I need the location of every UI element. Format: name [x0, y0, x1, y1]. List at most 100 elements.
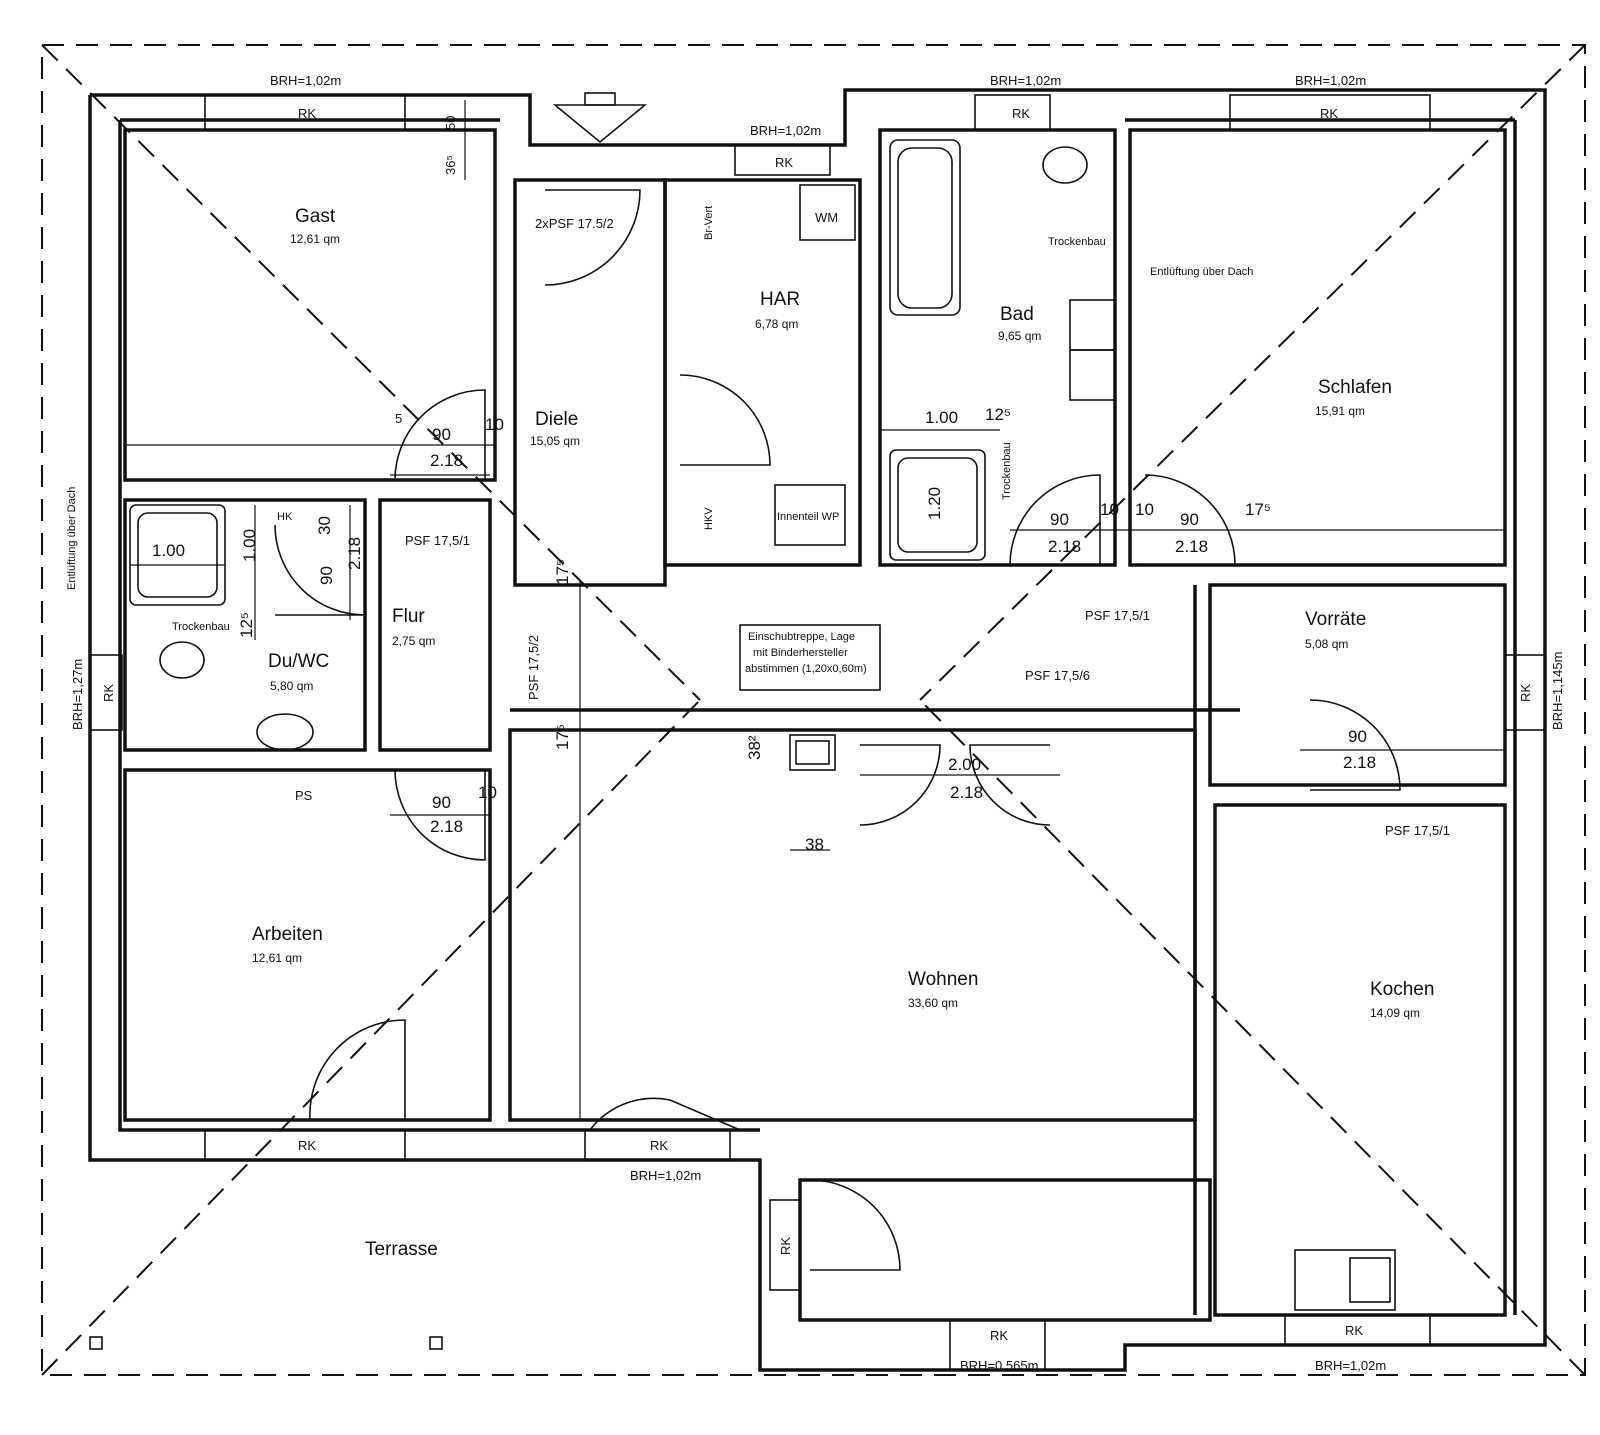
- roof-outline: [41, 44, 1586, 1376]
- dim-90-gast: 90: [432, 425, 451, 444]
- dim-125-duwc: 12⁵: [237, 612, 256, 638]
- room-area-arbeiten: 12,61 qm: [252, 951, 302, 965]
- dim-365-top: 36⁵: [443, 155, 458, 175]
- einschub-note-line-3: abstimmen (1,20x0,60m): [745, 663, 867, 675]
- room-area-gast: 12,61 qm: [290, 232, 340, 246]
- interior-walls: [123, 128, 1507, 1322]
- fixtures: [89, 139, 1396, 1350]
- door-swings: [274, 189, 1401, 1271]
- hkv-label: HKV: [703, 507, 715, 530]
- rk-label-har: RK: [775, 155, 793, 170]
- dim-200-wohnen: 2.00: [948, 755, 981, 774]
- room-area-kochen: 14,09 qm: [1370, 1006, 1420, 1020]
- entlueftung-label-duwc: Entlüftung über Dach: [66, 487, 78, 590]
- psf-label-kochen: PSF 17,5/1: [1385, 823, 1450, 838]
- psf-label-vertical: PSF 17,5/2: [526, 635, 541, 700]
- dim-218-bad: 2.18: [1048, 537, 1081, 556]
- room-name-schlafen: Schlafen: [1318, 377, 1392, 398]
- room-name-kochen: Kochen: [1370, 979, 1434, 1000]
- dimension-lines: [125, 100, 1505, 1120]
- room-name-gast: Gast: [295, 206, 336, 227]
- dim-10-schlafen: 10: [1135, 500, 1154, 519]
- brh-label-har: BRH=1,02m: [750, 123, 821, 138]
- innenteil-wp-label: Innenteil WP: [777, 511, 839, 523]
- rk-label-terrasse-side: RK: [778, 1237, 793, 1255]
- dim-30-duwc: 30: [315, 516, 334, 535]
- room-name-har: HAR: [760, 289, 800, 310]
- psf-label-flur: PSF 17,5/1: [405, 533, 470, 548]
- room-name-diele: Diele: [535, 409, 578, 430]
- trockenbau-label-bad-shower: Trockenbau: [1001, 442, 1013, 500]
- brh-label-left: BRH=1,27m: [70, 659, 85, 730]
- rk-label-bad: RK: [1012, 106, 1030, 121]
- wm-label: WM: [815, 210, 838, 225]
- dim-50-top: 50: [443, 116, 458, 130]
- dim-218-schlafen: 2.18: [1175, 537, 1208, 556]
- dim-5-gast: 5: [395, 411, 402, 426]
- rk-label-schlafen: RK: [1320, 106, 1338, 121]
- dim-218-arbeiten: 2.18: [430, 817, 463, 836]
- ps-label-arbeiten: PS: [295, 788, 313, 803]
- brh-label-bottom-middle: BRH=0,565m: [960, 1358, 1038, 1373]
- room-name-du-wc: Du/WC: [268, 651, 329, 672]
- hk-label: HK: [277, 511, 293, 523]
- dim-175-wohnen: 17⁵: [553, 724, 572, 750]
- brh-label-top-right: BRH=1,02m: [1295, 73, 1366, 88]
- br-vert-label: Br-Vert: [703, 206, 715, 240]
- dim-175-diele: 17⁵: [553, 559, 572, 585]
- dim-100-duwc: 1.00: [152, 541, 185, 560]
- brh-label-right: BRH=1,145m: [1550, 652, 1565, 730]
- dim-90-arbeiten: 90: [432, 793, 451, 812]
- room-area-du-wc: 5,80 qm: [270, 679, 313, 693]
- dim-218-wohnen: 2.18: [950, 783, 983, 802]
- room-name-terrasse: Terrasse: [365, 1239, 438, 1260]
- psf-label-bad: PSF 17,5/1: [1085, 608, 1150, 623]
- brh-label-top-left: BRH=1,02m: [270, 73, 341, 88]
- dim-38-wohnen: 38: [805, 835, 824, 854]
- trockenbau-label-bad: Trockenbau: [1048, 236, 1106, 248]
- dim-90-duwc: 90: [317, 566, 336, 585]
- entry-arrow-icon: [552, 92, 648, 144]
- room-area-flur: 2,75 qm: [392, 634, 435, 648]
- dim-175-schlafen: 17⁵: [1245, 500, 1271, 519]
- rk-label-bottom-middle: RK: [990, 1328, 1008, 1343]
- room-area-vorraete: 5,08 qm: [1305, 637, 1348, 651]
- room-name-bad: Bad: [1000, 304, 1034, 325]
- rk-label-left: RK: [101, 684, 116, 702]
- room-area-har: 6,78 qm: [755, 317, 798, 331]
- rk-label-right: RK: [1518, 684, 1533, 702]
- rk-label-arbeiten: RK: [298, 1138, 316, 1153]
- rk-label-wohnen: RK: [650, 1138, 668, 1153]
- psf-label-diele: 2xPSF 17.5/2: [535, 216, 614, 231]
- trockenbau-label-duwc: Trockenbau: [172, 621, 230, 633]
- dim-90-vorraete: 90: [1348, 727, 1367, 746]
- room-area-diele: 15,05 qm: [530, 434, 580, 448]
- dim-90-bad: 90: [1050, 510, 1069, 529]
- dim-38-vertical-wohnen: 38²: [745, 735, 764, 760]
- rk-label-gast: RK: [298, 106, 316, 121]
- dim-218-vorraete: 2.18: [1343, 753, 1376, 772]
- dim-90-schlafen: 90: [1180, 510, 1199, 529]
- room-area-schlafen: 15,91 qm: [1315, 404, 1365, 418]
- room-name-flur: Flur: [392, 606, 425, 627]
- psf-label-wohnen: PSF 17,5/6: [1025, 668, 1090, 683]
- rk-label-kochen: RK: [1345, 1323, 1363, 1338]
- dim-10-arbeiten: 10: [478, 783, 497, 802]
- dim-100-duwc-vertical: 1.00: [240, 529, 259, 562]
- room-name-wohnen: Wohnen: [908, 969, 978, 990]
- room-area-wohnen: 33,60 qm: [908, 996, 958, 1010]
- entlueftung-label-bad: Entlüftung über Dach: [1150, 266, 1253, 278]
- dim-10-bad: 10: [1100, 500, 1119, 519]
- dim-100-bad: 1.00: [925, 408, 958, 427]
- brh-label-bottom-left: BRH=1,02m: [630, 1168, 701, 1183]
- dim-125-bad: 12⁵: [985, 405, 1011, 424]
- einschub-note-line-2: mit Binderhersteller: [753, 647, 848, 659]
- outer-walls: [88, 88, 1547, 1372]
- dim-218-duwc: 2.18: [345, 537, 364, 570]
- dim-10-gast: 10: [485, 415, 504, 434]
- brh-label-top-middle: BRH=1,02m: [990, 73, 1061, 88]
- room-name-arbeiten: Arbeiten: [252, 924, 323, 945]
- dim-120-bad: 1.20: [925, 487, 944, 520]
- room-name-vorraete: Vorräte: [1305, 609, 1366, 630]
